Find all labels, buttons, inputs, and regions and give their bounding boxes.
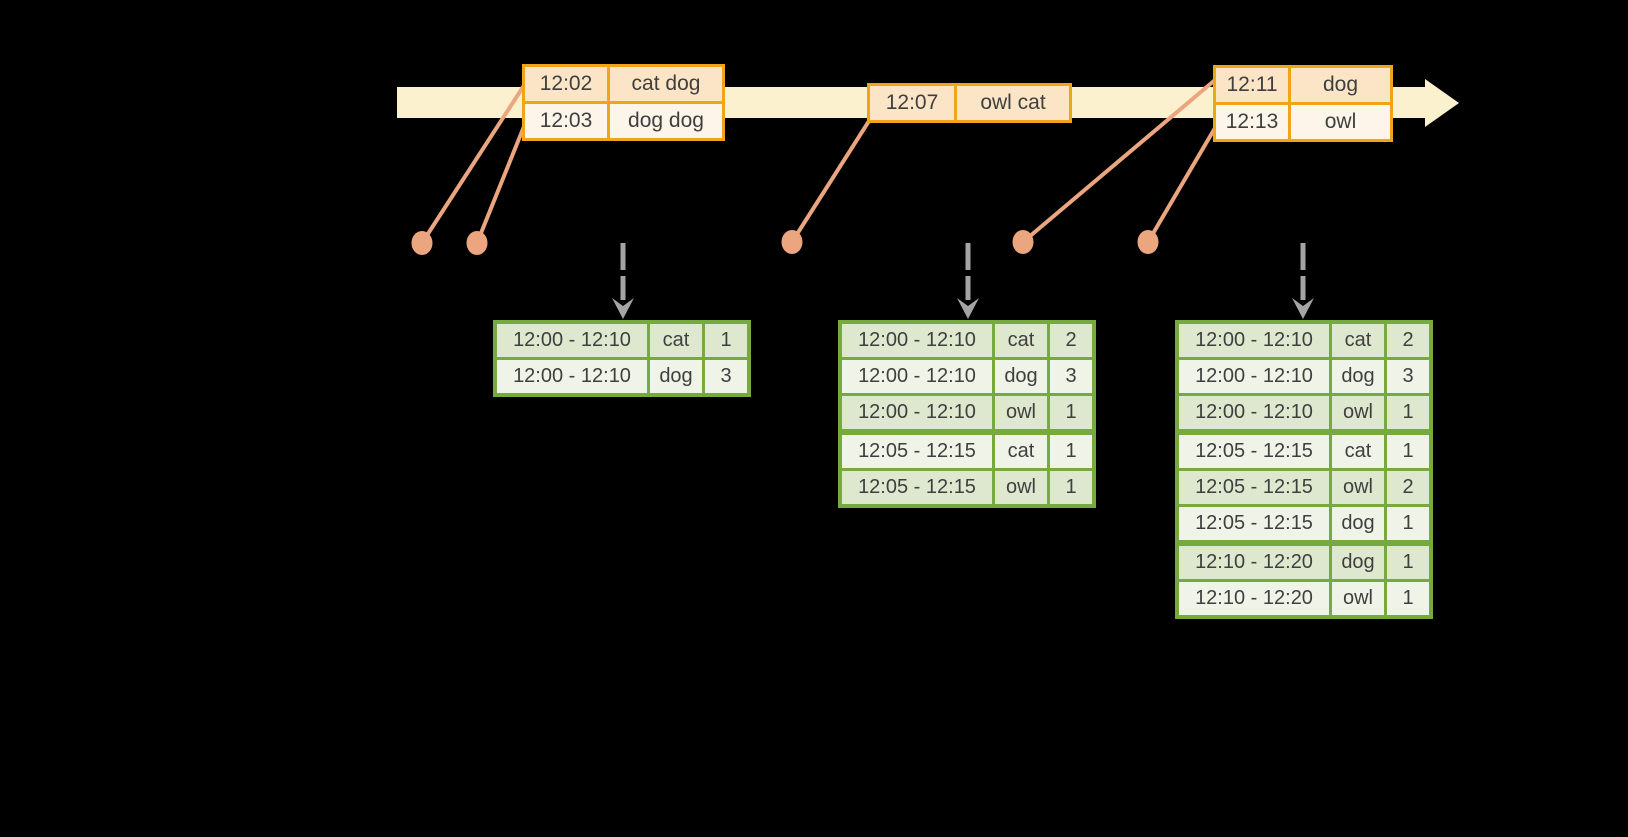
word-cell: dog	[650, 360, 702, 393]
word-cell: cat	[1332, 435, 1384, 468]
event-words: dog dog	[610, 104, 722, 138]
window-cell: 12:00 - 12:10	[497, 324, 647, 357]
window-cell: 12:05 - 12:15	[1179, 471, 1329, 504]
event-connector-line	[1021, 78, 1217, 244]
window-cell: 12:05 - 12:15	[1179, 435, 1329, 468]
window-cell: 12:10 - 12:20	[1179, 546, 1329, 579]
window-cell: 12:00 - 12:10	[497, 360, 647, 393]
word-cell: cat	[995, 324, 1047, 357]
count-cell: 1	[1050, 435, 1092, 468]
event-connector-line	[790, 119, 871, 244]
event-dot	[466, 231, 488, 255]
count-cell: 3	[705, 360, 747, 393]
word-cell: cat	[995, 435, 1047, 468]
count-cell: 3	[1387, 360, 1429, 393]
window-cell: 12:00 - 12:10	[842, 360, 992, 393]
event-connector-line	[420, 85, 525, 245]
event-dot	[1137, 230, 1159, 254]
word-cell: owl	[1332, 582, 1384, 615]
trigger-arrowhead-icon	[1292, 298, 1314, 319]
event-dot	[781, 230, 803, 254]
event-connector-line	[1146, 126, 1217, 244]
timeline-arrowhead-icon	[1425, 79, 1459, 127]
count-cell: 2	[1387, 324, 1429, 357]
word-cell: owl	[1332, 471, 1384, 504]
count-cell: 1	[1387, 396, 1429, 429]
event-time: 12:02	[525, 67, 607, 101]
trigger-arrowhead-icon	[612, 298, 634, 319]
event-time: 12:07	[870, 86, 954, 120]
word-cell: dog	[995, 360, 1047, 393]
count-cell: 1	[1387, 435, 1429, 468]
event-time: 12:03	[525, 104, 607, 138]
count-cell: 1	[1387, 507, 1429, 540]
trigger-arrowhead-icon	[957, 298, 979, 319]
window-cell: 12:10 - 12:20	[1179, 582, 1329, 615]
window-cell: 12:00 - 12:10	[1179, 396, 1329, 429]
window-cell: 12:05 - 12:15	[1179, 507, 1329, 540]
window-cell: 12:00 - 12:10	[842, 396, 992, 429]
count-cell: 1	[1050, 471, 1092, 504]
count-cell: 1	[1387, 546, 1429, 579]
event-dot	[411, 231, 433, 255]
word-cell: dog	[1332, 360, 1384, 393]
word-cell: cat	[1332, 324, 1384, 357]
event-words: owl cat	[957, 86, 1069, 120]
event-words: dog	[1291, 68, 1390, 102]
event-connector-line	[475, 122, 527, 245]
word-cell: owl	[995, 396, 1047, 429]
word-cell: cat	[650, 324, 702, 357]
count-cell: 1	[1387, 582, 1429, 615]
count-cell: 2	[1050, 324, 1092, 357]
window-cell: 12:00 - 12:10	[1179, 324, 1329, 357]
event-time: 12:13	[1216, 105, 1288, 139]
window-cell: 12:05 - 12:15	[842, 471, 992, 504]
word-cell: dog	[1332, 507, 1384, 540]
word-cell: owl	[995, 471, 1047, 504]
window-cell: 12:00 - 12:10	[1179, 360, 1329, 393]
word-cell: owl	[1332, 396, 1384, 429]
event-words: cat dog	[610, 67, 722, 101]
count-cell: 1	[1050, 396, 1092, 429]
word-cell: dog	[1332, 546, 1384, 579]
count-cell: 3	[1050, 360, 1092, 393]
event-dot	[1012, 230, 1034, 254]
event-words: owl	[1291, 105, 1390, 139]
count-cell: 2	[1387, 471, 1429, 504]
event-time: 12:11	[1216, 68, 1288, 102]
count-cell: 1	[705, 324, 747, 357]
window-cell: 12:05 - 12:15	[842, 435, 992, 468]
window-cell: 12:00 - 12:10	[842, 324, 992, 357]
